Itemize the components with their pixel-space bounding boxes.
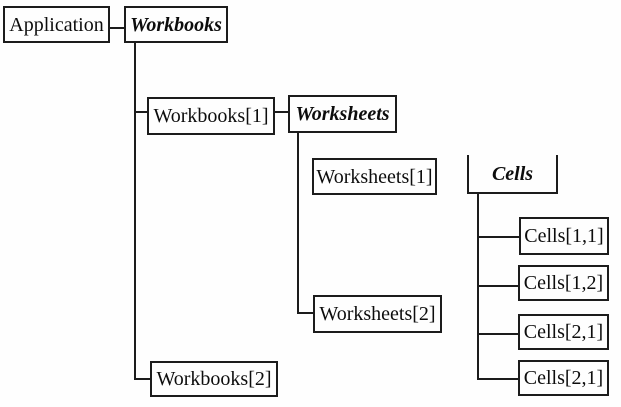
node-application: Application — [3, 6, 110, 43]
node-workbooks-collection: Workbooks — [124, 6, 228, 43]
node-workbooks-2: Workbooks[2] — [150, 361, 278, 397]
connector-cells21a-branch — [477, 333, 518, 335]
connector-cells12-branch — [477, 285, 518, 287]
node-cells-2-1-upper: Cells[2,1] — [518, 314, 609, 350]
node-workbooks-1: Workbooks[1] — [147, 97, 275, 135]
connector-cells11-branch — [477, 236, 519, 238]
connector-worksheets-trunk — [297, 133, 299, 314]
node-worksheets-2: Worksheets[2] — [313, 295, 442, 333]
node-cells-1-2: Cells[1,2] — [518, 265, 609, 301]
node-cells-collection: Cells — [467, 155, 558, 194]
connector-workbooks1-branch — [134, 111, 147, 113]
node-worksheets-1: Worksheets[1] — [312, 158, 437, 195]
node-cells-2-1-lower: Cells[2,1] — [518, 360, 609, 396]
connector-workbooks2-branch — [134, 378, 150, 380]
connector-cells21b-branch — [477, 378, 518, 380]
node-cells-1-1: Cells[1,1] — [519, 217, 609, 255]
connector-application-workbooks — [110, 27, 124, 29]
node-worksheets-collection: Worksheets — [288, 95, 397, 133]
connector-worksheets2-branch — [297, 312, 313, 314]
connector-workbooks-trunk — [134, 43, 136, 380]
connector-workbooks1-worksheets — [275, 111, 288, 113]
